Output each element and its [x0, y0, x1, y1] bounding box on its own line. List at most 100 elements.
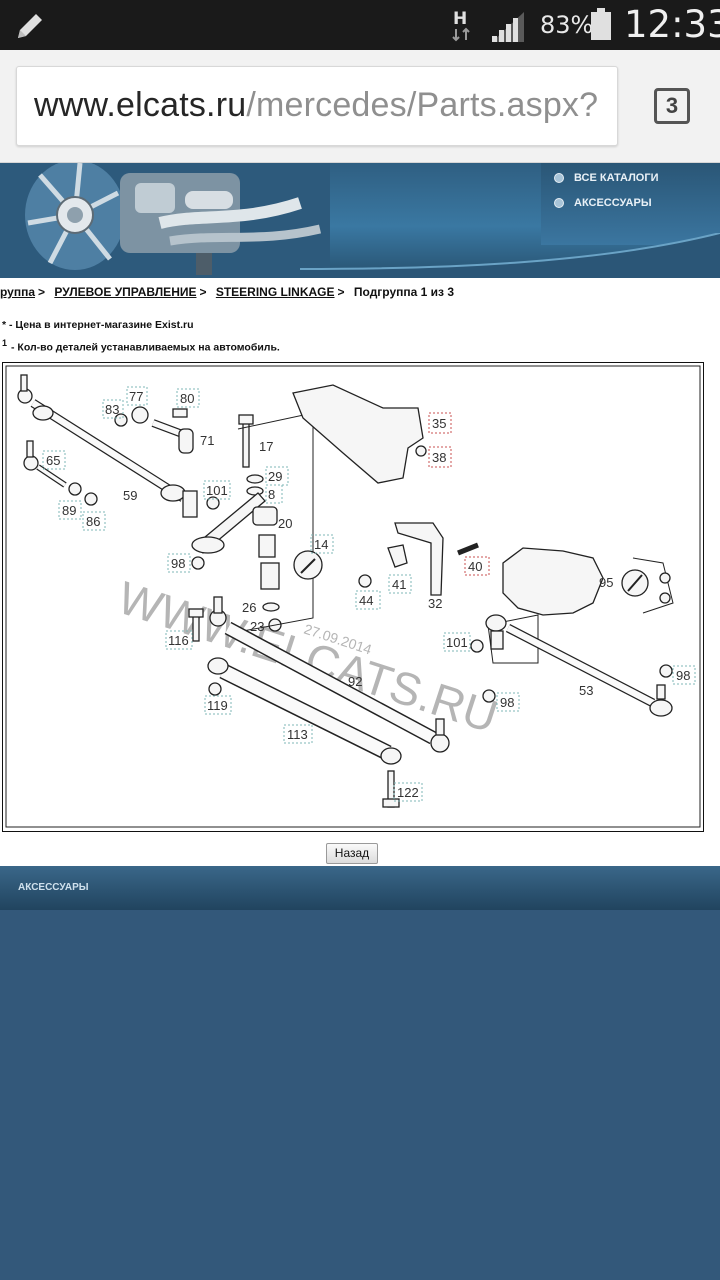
- nav-accessories-link[interactable]: АКСЕССУАРЫ: [554, 197, 652, 209]
- breadcrumb-separator: >: [199, 285, 207, 299]
- part-label[interactable]: 44: [359, 593, 373, 608]
- part-label[interactable]: 53: [579, 683, 593, 698]
- part-label[interactable]: 59: [123, 488, 137, 503]
- part-label[interactable]: 86: [86, 514, 100, 529]
- network-type-icon: H: [452, 9, 470, 42]
- part-label[interactable]: 41: [392, 577, 406, 592]
- address-bar[interactable]: www.elcats.ru/mercedes/Parts.aspx?: [16, 66, 618, 146]
- breadcrumb-group-link[interactable]: руппа: [0, 285, 36, 299]
- center-rod-113: [207, 657, 402, 765]
- part-label[interactable]: 101: [206, 483, 228, 498]
- clock: 12:33: [624, 3, 720, 46]
- drag-link-92: [209, 596, 450, 753]
- steering-linkage-drawing: WWW.ELCATS.RU 27.09.2014: [5, 365, 701, 828]
- tie-rod-53: [485, 614, 673, 717]
- part-label[interactable]: 77: [129, 389, 143, 404]
- part-label[interactable]: 95: [599, 575, 613, 590]
- network-type-label: H: [453, 9, 467, 29]
- bracket-32: [394, 522, 444, 596]
- battery-icon: [591, 8, 611, 40]
- bracket-outline: [237, 412, 314, 632]
- bushing-77: [131, 406, 149, 424]
- site-header-banner: [0, 163, 720, 278]
- washer-26: [262, 602, 280, 612]
- nut-101-right: [470, 639, 484, 653]
- part-label[interactable]: 32: [428, 596, 442, 611]
- part-label[interactable]: 40: [468, 559, 482, 574]
- quantity-note: 1- Кол-во деталей устанавливаемых на авт…: [2, 338, 280, 354]
- back-button[interactable]: Назад: [326, 843, 378, 864]
- quantity-note-marker: 1: [2, 338, 8, 348]
- bolt-80: [172, 408, 188, 418]
- breadcrumb: руппа> РУЛЕВОЕ УПРАВЛЕНИЕ> STEERING LINK…: [0, 285, 454, 299]
- part-label[interactable]: 119: [207, 698, 228, 713]
- engine-illustration: [0, 163, 330, 278]
- nut-89: [68, 482, 82, 496]
- bushing-20: [252, 506, 278, 526]
- price-note-text: - Цена в интернет-магазине Exist.ru: [9, 319, 194, 331]
- part-label[interactable]: 29: [268, 469, 282, 484]
- breadcrumb-separator: >: [38, 285, 46, 299]
- header-nav-panel: [541, 163, 720, 245]
- part-label[interactable]: 8: [268, 487, 275, 502]
- part-label[interactable]: 14: [314, 537, 328, 552]
- nut-101-left: [206, 496, 220, 510]
- washer-86: [84, 492, 98, 506]
- nut-119: [208, 682, 222, 696]
- part-label[interactable]: 17: [259, 439, 273, 454]
- footer-accessories-link[interactable]: АКСЕССУАРЫ: [18, 882, 89, 893]
- breadcrumb-subsection-link[interactable]: STEERING LINKAGE: [215, 285, 335, 299]
- part-label[interactable]: 23: [250, 619, 264, 634]
- browser-toolbar: www.elcats.ru/mercedes/Parts.aspx?: [0, 50, 720, 163]
- screw-44: [358, 574, 372, 588]
- part-label[interactable]: 35: [432, 416, 446, 431]
- url-text[interactable]: www.elcats.ru/mercedes/Parts.aspx?: [34, 86, 598, 125]
- banner-swoosh: [300, 233, 720, 278]
- nav-all-catalogs-link[interactable]: ВСЕ КАТАЛОГИ: [554, 172, 659, 184]
- shield-35: [292, 384, 424, 484]
- part-label[interactable]: 98: [171, 556, 185, 571]
- url-host: www.elcats.ru: [34, 86, 247, 124]
- washer-8: [246, 486, 264, 496]
- breadcrumb-separator: >: [337, 285, 345, 299]
- part-labels: 83 77 80 71 17 35 38 65 59 101 29 8 20 8…: [42, 386, 696, 802]
- clip-41: [387, 544, 408, 568]
- quantity-note-text: - Кол-во деталей устанавливаемых на авто…: [11, 341, 280, 354]
- status-bar: H 83% 12:33: [0, 0, 720, 50]
- part-label[interactable]: 116: [168, 633, 189, 648]
- part-label[interactable]: 20: [278, 516, 292, 531]
- part-label[interactable]: 83: [105, 402, 119, 417]
- part-label[interactable]: 98: [676, 668, 690, 683]
- part-label[interactable]: 98: [500, 695, 514, 710]
- tie-rod-59: [17, 374, 198, 518]
- signal-strength-icon: [492, 12, 524, 42]
- edit-pencil-icon: [18, 14, 42, 38]
- battery-percent: 83%: [540, 11, 594, 39]
- part-label[interactable]: 26: [242, 600, 256, 615]
- part-label[interactable]: 38: [432, 450, 446, 465]
- nut-98-right: [659, 664, 673, 678]
- screw-40: [457, 542, 479, 556]
- nav-all-catalogs-label: ВСЕ КАТАЛОГИ: [574, 172, 659, 184]
- nut-98-left: [191, 556, 205, 570]
- tie-rod-end-65: [23, 440, 67, 488]
- breadcrumb-current: Подгруппа 1 из 3: [353, 285, 455, 299]
- steering-gear-box: [502, 547, 604, 616]
- part-label[interactable]: 71: [200, 433, 214, 448]
- breadcrumb-section-link[interactable]: РУЛЕВОЕ УПРАВЛЕНИЕ: [54, 285, 197, 299]
- bolt-116: [192, 614, 200, 642]
- part-label[interactable]: 80: [180, 391, 194, 406]
- part-label[interactable]: 65: [46, 453, 60, 468]
- part-label[interactable]: 89: [62, 503, 76, 518]
- part-label[interactable]: 113: [287, 727, 308, 742]
- washer-29: [246, 474, 264, 484]
- part-label[interactable]: 122: [397, 785, 419, 800]
- price-note: * - Цена в интернет-магазине Exist.ru: [2, 319, 194, 331]
- nut-83: [114, 413, 128, 427]
- tab-switcher-button[interactable]: 3: [654, 88, 690, 124]
- nut-98-center: [482, 689, 496, 703]
- part-label[interactable]: 101: [446, 635, 468, 650]
- price-note-marker: *: [2, 319, 7, 331]
- part-label[interactable]: 92: [348, 674, 362, 689]
- footer-bar: АКСЕССУАРЫ: [0, 866, 720, 910]
